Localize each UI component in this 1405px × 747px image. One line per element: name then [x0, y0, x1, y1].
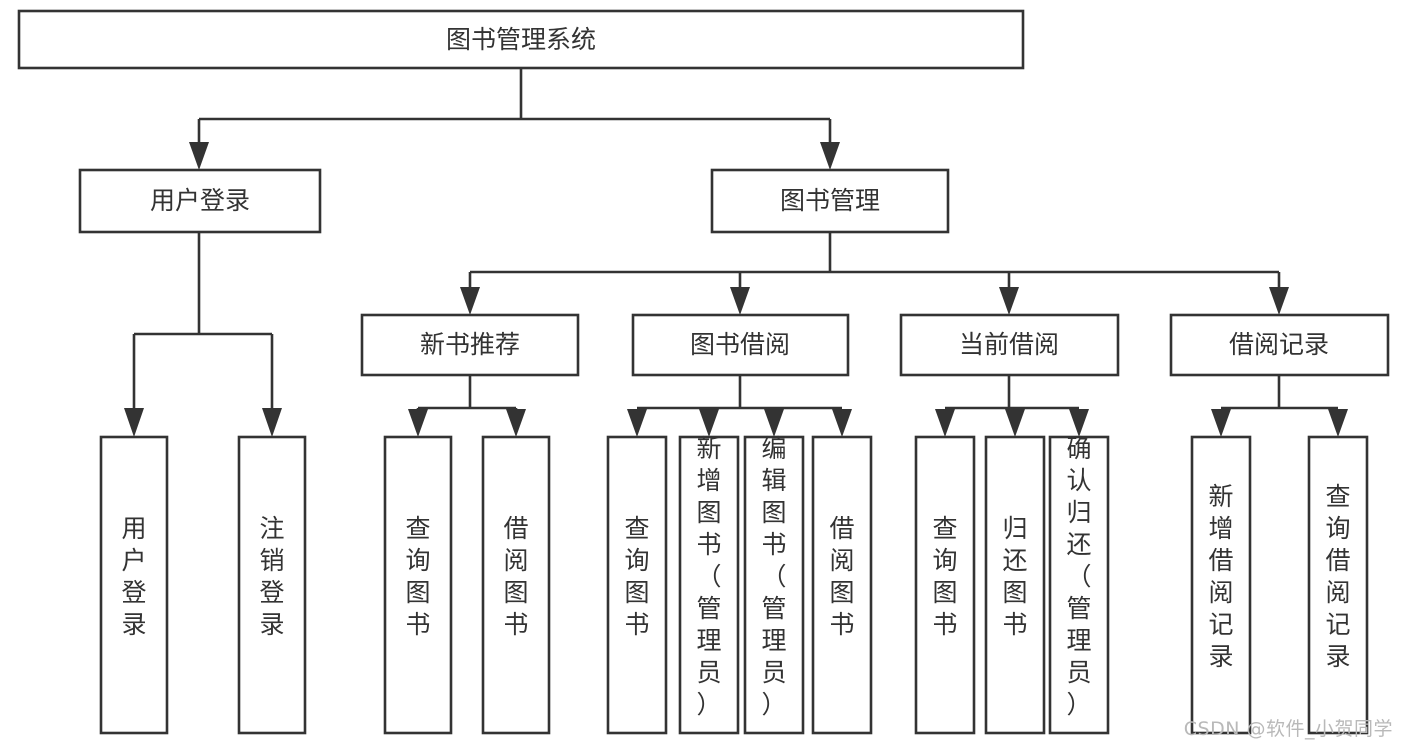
node-leaf-add-book-admin-label: 新增图书（管理员） — [696, 434, 721, 719]
node-leaf-confirm-return-admin[interactable]: 确认归还（管理员） — [1048, 434, 1110, 735]
node-leaf-query-book-recommend-label: 查询图书 — [405, 514, 430, 639]
node-leaf-return-book-label: 归还图书 — [1002, 514, 1027, 639]
node-leaf-add-borrow-record-label: 新增借阅记录 — [1208, 482, 1233, 671]
node-layer: 图书管理系统 用户登录 图书管理 新书推荐 图书借阅 — [17, 9, 1390, 735]
arrowhead-leaf-query-book-current — [935, 409, 955, 437]
node-leaf-confirm-return-admin-label: 确认归还（管理员） — [1066, 434, 1091, 719]
node-borrow-records-label: 借阅记录 — [1229, 330, 1329, 359]
node-leaf-edit-book-admin[interactable]: 编辑图书（管理员） — [743, 434, 805, 735]
node-leaf-logout-rect[interactable] — [237, 435, 307, 735]
arrowhead-new-book-recommend — [460, 287, 480, 315]
node-new-book-recommend[interactable]: 新书推荐 — [360, 313, 580, 377]
node-leaf-edit-book-admin-label: 编辑图书（管理员） — [761, 434, 786, 719]
node-leaf-user-login[interactable]: 用户登录 — [99, 435, 169, 735]
node-current-borrow[interactable]: 当前借阅 — [899, 313, 1120, 377]
arrowhead-book-borrow — [730, 287, 750, 315]
arrowhead-leaf-return-book — [1005, 409, 1025, 437]
arrowhead-leaf-borrow-book — [832, 409, 852, 437]
node-leaf-borrow-book-recommend-label: 借阅图书 — [503, 514, 528, 639]
node-borrow-records[interactable]: 借阅记录 — [1169, 313, 1390, 377]
node-leaf-logout[interactable]: 注销登录 — [237, 435, 307, 735]
node-new-book-recommend-label: 新书推荐 — [420, 330, 520, 359]
node-book-management[interactable]: 图书管理 — [710, 168, 950, 234]
arrowhead-borrow-records — [1269, 287, 1289, 315]
arrowhead-leaf-logout — [262, 408, 282, 437]
node-leaf-query-book-current-label: 查询图书 — [932, 514, 957, 639]
arrowhead-leaf-edit-book-admin — [764, 409, 784, 437]
node-leaf-query-book-current[interactable]: 查询图书 — [914, 435, 976, 735]
node-leaf-confirm-return-admin-rect[interactable] — [1048, 435, 1110, 735]
node-leaf-borrow-book[interactable]: 借阅图书 — [811, 435, 873, 735]
node-leaf-query-book-recommend[interactable]: 查询图书 — [383, 435, 453, 735]
node-leaf-user-login-rect[interactable] — [99, 435, 169, 735]
node-current-borrow-rect[interactable] — [899, 313, 1120, 377]
node-leaf-return-book-rect[interactable] — [984, 435, 1046, 735]
node-leaf-borrow-book-rect[interactable] — [811, 435, 873, 735]
node-leaf-query-borrow-record-rect[interactable] — [1307, 435, 1369, 735]
arrowhead-leaf-query-book-borrow — [627, 409, 647, 437]
node-leaf-add-book-admin-rect[interactable] — [678, 435, 740, 735]
node-leaf-query-book-current-rect[interactable] — [914, 435, 976, 735]
node-current-borrow-label: 当前借阅 — [959, 330, 1059, 359]
node-root-rect[interactable] — [17, 9, 1025, 70]
node-leaf-add-borrow-record[interactable]: 新增借阅记录 — [1190, 435, 1252, 735]
node-leaf-add-book-admin[interactable]: 新增图书（管理员） — [678, 434, 740, 735]
connector-layer — [124, 68, 1348, 437]
arrowhead-current-borrow — [999, 287, 1019, 315]
node-borrow-records-rect[interactable] — [1169, 313, 1390, 377]
arrowhead-user-login — [189, 142, 209, 170]
node-user-login[interactable]: 用户登录 — [78, 168, 322, 234]
node-leaf-query-book-recommend-rect[interactable] — [383, 435, 453, 735]
node-book-borrow[interactable]: 图书借阅 — [631, 313, 850, 377]
node-book-borrow-label: 图书借阅 — [690, 330, 790, 359]
node-leaf-user-login-label: 用户登录 — [121, 514, 146, 639]
arrowhead-leaf-add-book-admin — [699, 409, 719, 437]
node-book-borrow-rect[interactable] — [631, 313, 850, 377]
node-user-login-rect[interactable] — [78, 168, 322, 234]
arrowhead-leaf-confirm-return-admin — [1069, 409, 1089, 437]
node-leaf-borrow-book-recommend[interactable]: 借阅图书 — [481, 435, 551, 735]
node-leaf-query-borrow-record[interactable]: 查询借阅记录 — [1307, 435, 1369, 735]
arrowhead-book-management — [820, 142, 840, 170]
node-book-management-label: 图书管理 — [780, 186, 880, 215]
node-leaf-edit-book-admin-rect[interactable] — [743, 435, 805, 735]
arrowhead-leaf-add-borrow-record — [1211, 409, 1231, 437]
node-leaf-logout-label: 注销登录 — [259, 514, 284, 639]
arrowhead-leaf-borrow-book-recommend — [506, 409, 526, 437]
node-leaf-borrow-book-recommend-rect[interactable] — [481, 435, 551, 735]
arrowhead-leaf-user-login — [124, 408, 144, 437]
node-leaf-query-book-borrow-label: 查询图书 — [624, 514, 649, 639]
node-leaf-query-borrow-record-label: 查询借阅记录 — [1325, 482, 1350, 671]
node-book-management-rect[interactable] — [710, 168, 950, 234]
node-root-label: 图书管理系统 — [446, 25, 596, 54]
node-leaf-query-book-borrow-rect[interactable] — [606, 435, 668, 735]
node-leaf-add-borrow-record-rect[interactable] — [1190, 435, 1252, 735]
node-new-book-recommend-rect[interactable] — [360, 313, 580, 377]
arrowhead-leaf-query-book-recommend — [408, 409, 428, 437]
node-leaf-borrow-book-label: 借阅图书 — [829, 514, 854, 639]
arrowhead-leaf-query-borrow-record — [1328, 409, 1348, 437]
node-leaf-query-book-borrow[interactable]: 查询图书 — [606, 435, 668, 735]
node-user-login-label: 用户登录 — [150, 186, 250, 215]
node-leaf-return-book[interactable]: 归还图书 — [984, 435, 1046, 735]
node-root[interactable]: 图书管理系统 — [17, 9, 1025, 70]
